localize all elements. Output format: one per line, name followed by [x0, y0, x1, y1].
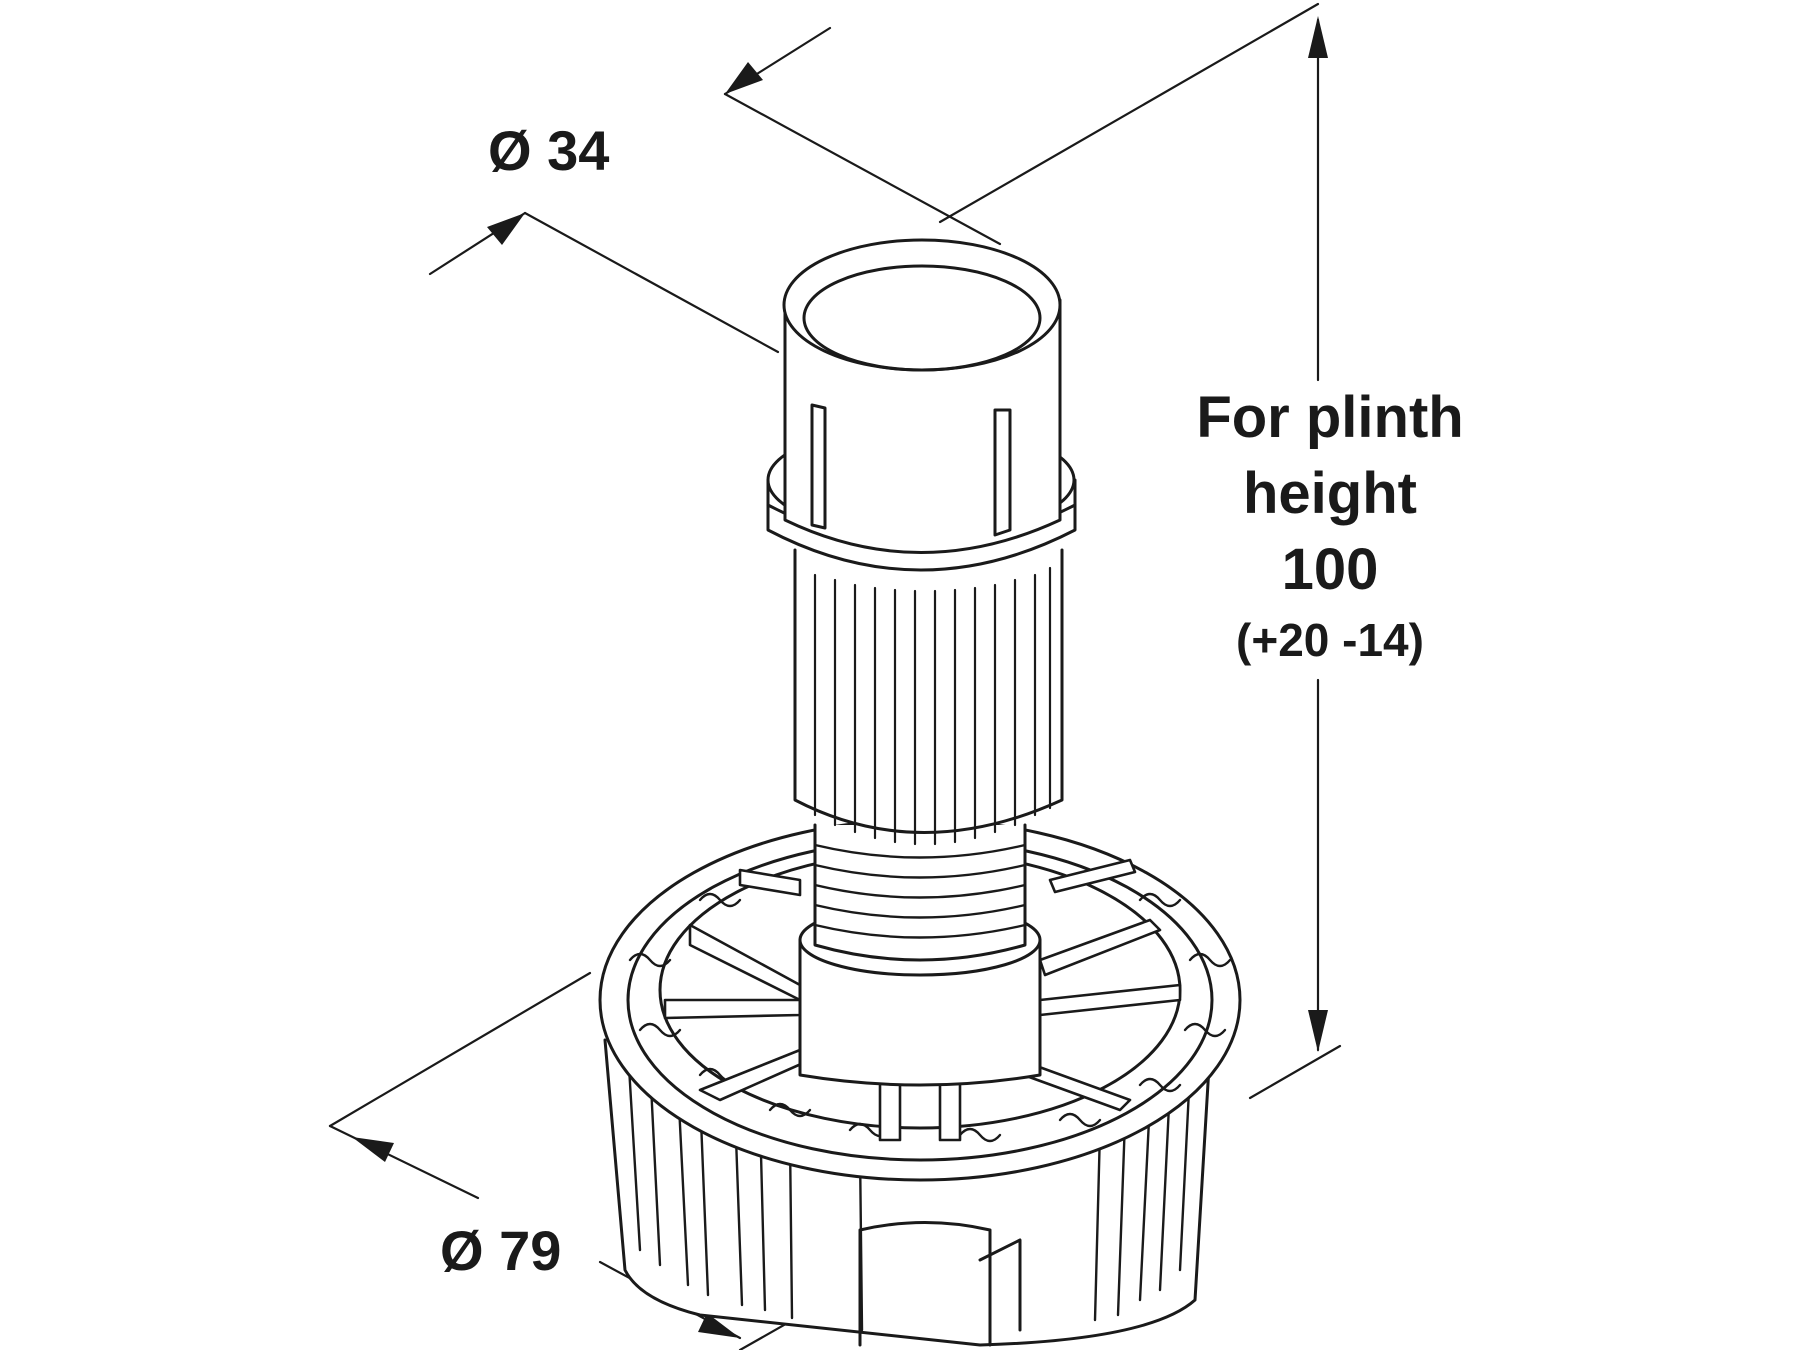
- diameter-79-label: Ø 79: [440, 1219, 562, 1282]
- threaded-spindle: [813, 823, 1027, 962]
- dim34-arrow-right: [725, 62, 763, 94]
- height-extension-top: [938, 2, 1320, 224]
- dim79-leader-left: [328, 1124, 480, 1200]
- plinth-height-label: For plinth height 100 (+20 -14): [1130, 380, 1530, 672]
- top-cap: [782, 238, 1062, 554]
- base-ring: [598, 818, 1242, 1182]
- diameter-34-label: Ø 34: [488, 119, 610, 182]
- plinth-label-line3: 100: [1281, 537, 1379, 602]
- plinth-label-line2: height: [1243, 461, 1417, 526]
- knurled-sleeve: [793, 548, 1064, 846]
- height-arrow-bottom: [1308, 1010, 1328, 1052]
- dim79-arrow-left: [352, 1137, 394, 1162]
- plinth-label-line4: (+20 -14): [1236, 614, 1424, 666]
- height-extension-bottom: [1248, 1044, 1342, 1100]
- dim34-extension-right: [723, 92, 1002, 246]
- dim34-arrow-left: [487, 213, 525, 245]
- height-arrow-top: [1308, 16, 1328, 58]
- plinth-label-line1: For plinth: [1196, 385, 1464, 450]
- dim34-extension-left: [523, 211, 780, 354]
- dim79-extension-left: [328, 971, 592, 1128]
- dim79-arrow-right: [698, 1313, 740, 1338]
